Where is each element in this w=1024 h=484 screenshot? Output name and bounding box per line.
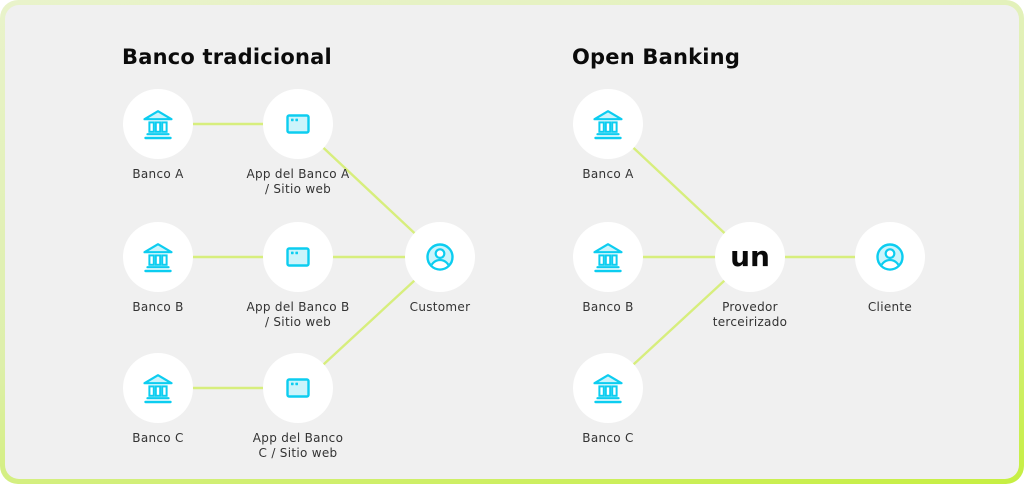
node-label: App del Banco C / Sitio web — [252, 431, 344, 460]
node-label: Banco C — [132, 431, 184, 445]
bank-icon — [143, 374, 173, 404]
node-right-banco-b: Banco B — [538, 222, 678, 315]
node-circle — [123, 222, 193, 292]
node-label: Banco B — [582, 300, 634, 314]
browser-icon — [286, 247, 310, 267]
section-title-open-banking: Open Banking — [572, 45, 741, 69]
bank-icon — [593, 374, 623, 404]
bank-icon — [143, 243, 173, 273]
person-icon — [876, 243, 904, 271]
section-title-banco-tradicional: Banco tradicional — [122, 45, 332, 69]
node-circle — [263, 222, 333, 292]
node-circle — [123, 353, 193, 423]
node-left-banco-b: Banco B — [88, 222, 228, 315]
node-left-app-banco-a: App del Banco A / Sitio web — [228, 89, 368, 197]
node-circle — [573, 353, 643, 423]
node-circle — [405, 222, 475, 292]
node-circle — [263, 353, 333, 423]
node-circle — [573, 222, 643, 292]
bank-icon — [593, 110, 623, 140]
node-left-banco-a: Banco A — [88, 89, 228, 182]
node-label: Cliente — [867, 300, 913, 314]
node-right-cliente: Cliente — [820, 222, 960, 315]
node-right-banco-a: Banco A — [538, 89, 678, 182]
node-circle — [263, 89, 333, 159]
node-circle: un — [715, 222, 785, 292]
node-label: Banco B — [132, 300, 184, 314]
node-label: App del Banco A / Sitio web — [246, 167, 350, 196]
node-circle — [573, 89, 643, 159]
node-right-provedor: un Provedor terceirizado — [680, 222, 820, 330]
node-label: App del Banco B / Sitio web — [246, 300, 350, 329]
node-label: Customer — [409, 300, 471, 314]
node-right-banco-c: Banco C — [538, 353, 678, 446]
node-label: Provedor terceirizado — [712, 300, 788, 329]
node-circle — [855, 222, 925, 292]
bank-icon — [143, 110, 173, 140]
node-circle — [123, 89, 193, 159]
browser-icon — [286, 378, 310, 398]
node-left-customer: Customer — [370, 222, 510, 315]
node-label: Banco C — [582, 431, 634, 445]
browser-icon — [286, 114, 310, 134]
person-icon — [426, 243, 454, 271]
node-left-app-banco-b: App del Banco B / Sitio web — [228, 222, 368, 330]
node-left-app-banco-c: App del Banco C / Sitio web — [228, 353, 368, 461]
node-left-banco-c: Banco C — [88, 353, 228, 446]
node-label: Banco A — [582, 167, 634, 181]
bank-icon — [593, 243, 623, 273]
un-logo: un — [730, 240, 770, 273]
node-label: Banco A — [132, 167, 184, 181]
